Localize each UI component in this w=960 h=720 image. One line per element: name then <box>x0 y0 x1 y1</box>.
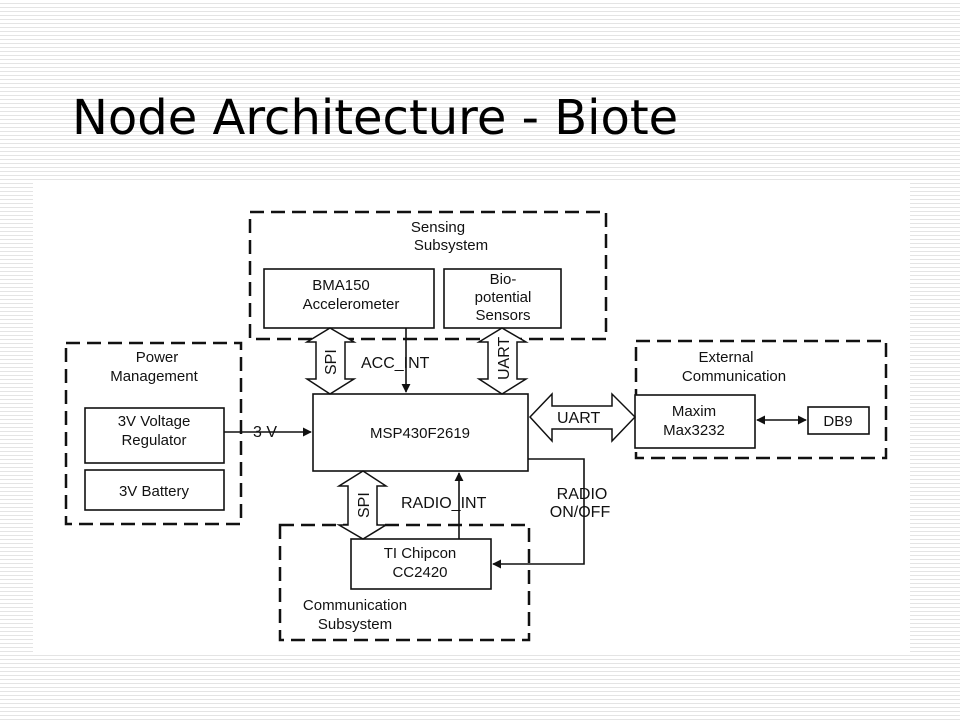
biopotential-label-1: Bio- <box>490 271 517 288</box>
maxim-max3232-block <box>634 394 756 449</box>
three-volt-label: 3 V <box>253 424 277 441</box>
regulator-label-2: Regulator <box>121 432 186 449</box>
maxim-label-2: Max3232 <box>663 422 725 439</box>
external-group-label-2: Communication <box>682 368 786 385</box>
uart-sensing-bus-arrow <box>476 327 529 395</box>
msp430-mcu-block <box>312 393 529 472</box>
db9-block <box>807 406 870 435</box>
spi-radio-label: SPI <box>356 492 373 518</box>
biopotential-label-2: potential <box>475 289 532 306</box>
bma150-accelerometer-block <box>263 268 435 329</box>
bma150-label-1: BMA150 <box>312 277 370 294</box>
regulator-label-1: 3V Voltage <box>118 413 191 430</box>
sensing-group-label-2: Subsystem <box>414 237 488 254</box>
db9-label: DB9 <box>823 413 852 430</box>
acc-int-label: ACC_INT <box>361 355 430 372</box>
communication-group-label-2: Subsystem <box>318 616 392 633</box>
radio-int-label: RADIO_INT <box>401 495 487 512</box>
uart-sensing-label: UART <box>496 337 513 380</box>
sensing-subsystem-group <box>248 210 608 341</box>
msp430-label: MSP430F2619 <box>370 425 470 442</box>
spi-sensing-bus-arrow <box>304 327 357 395</box>
maxim-label-1: Maxim <box>672 403 716 420</box>
power-management-group <box>64 341 243 526</box>
radio-onoff-label-1: RADIO <box>557 486 608 503</box>
sensing-group-label-1: Sensing <box>411 219 465 236</box>
communication-subsystem-group <box>278 523 531 642</box>
external-group-label-1: External <box>698 349 753 366</box>
uart-external-label: UART <box>557 410 600 427</box>
bma150-label-2: Accelerometer <box>303 296 400 313</box>
architecture-diagram: Sensing Subsystem Power Management Exter… <box>33 180 910 655</box>
cc2420-label-2: CC2420 <box>392 564 447 581</box>
spi-sensing-label: SPI <box>323 349 340 375</box>
power-group-label-1: Power <box>136 349 179 366</box>
battery-label: 3V Battery <box>119 483 190 500</box>
spi-radio-bus-arrow <box>336 470 389 540</box>
biopotential-sensors-block <box>443 268 562 329</box>
voltage-regulator-block <box>84 407 225 464</box>
radio-onoff-signal <box>492 458 585 569</box>
battery-block <box>84 469 225 511</box>
biopotential-label-3: Sensors <box>475 307 530 324</box>
cc2420-radio-block <box>350 538 492 590</box>
power-group-label-2: Management <box>110 368 198 385</box>
cc2420-label-1: TI Chipcon <box>384 545 457 562</box>
uart-external-bus-arrow <box>528 392 637 443</box>
slide-title: Node Architecture - Biote <box>72 90 679 146</box>
radio-onoff-label-2: ON/OFF <box>550 504 611 521</box>
communication-group-label-1: Communication <box>303 597 407 614</box>
